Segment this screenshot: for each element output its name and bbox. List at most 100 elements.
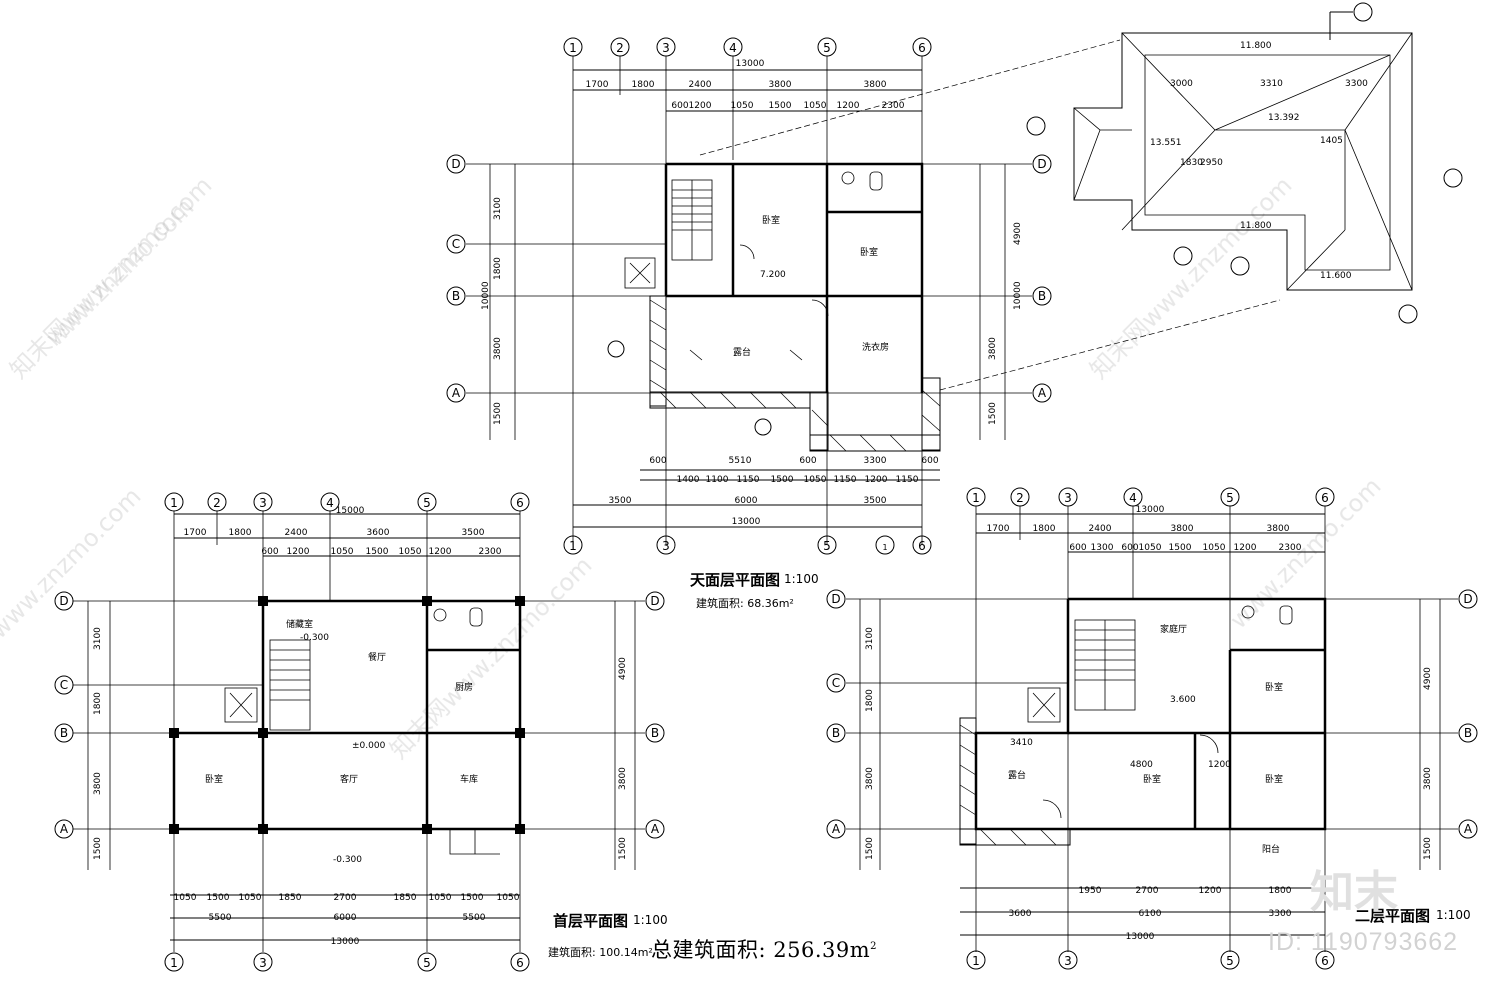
svg-text:D: D	[1463, 592, 1472, 606]
svg-text:B: B	[651, 726, 659, 740]
svg-text:2: 2	[616, 41, 624, 55]
svg-text:www.znzmo.com: www.znzmo.com	[1224, 472, 1386, 634]
svg-text:600: 600	[1121, 543, 1138, 553]
svg-text:1050: 1050	[399, 547, 422, 557]
ground-columns	[169, 596, 525, 834]
svg-text:4900: 4900	[1423, 667, 1433, 690]
svg-text:5500: 5500	[209, 913, 232, 923]
svg-text:10000: 10000	[1013, 281, 1023, 310]
svg-text:B: B	[1464, 726, 1472, 740]
svg-text:3310: 3310	[1260, 79, 1283, 89]
roof-section-marks	[1026, 2, 1463, 324]
svg-text:1800: 1800	[1033, 524, 1056, 534]
svg-text:1500: 1500	[461, 893, 484, 903]
svg-text:3800: 3800	[93, 772, 103, 795]
svg-text:3: 3	[1064, 491, 1072, 505]
svg-text:1800: 1800	[1269, 886, 1292, 896]
svg-text:3.600: 3.600	[1170, 695, 1196, 705]
svg-text:1050: 1050	[804, 475, 827, 485]
svg-text:C: C	[832, 676, 840, 690]
svg-text:4900: 4900	[1013, 222, 1023, 245]
roof-plan-scale: 1:100	[784, 572, 819, 586]
svg-text:2300: 2300	[479, 547, 502, 557]
svg-text:储藏室: 储藏室	[286, 618, 313, 630]
svg-text:5: 5	[1226, 954, 1234, 968]
svg-text:D: D	[451, 157, 460, 171]
svg-text:6: 6	[1321, 491, 1329, 505]
svg-text:露台: 露台	[733, 346, 751, 358]
svg-text:1850: 1850	[394, 893, 417, 903]
svg-text:2300: 2300	[1279, 543, 1302, 553]
svg-text:A: A	[1464, 822, 1473, 836]
svg-text:1800: 1800	[93, 692, 103, 715]
svg-text:1: 1	[170, 496, 178, 510]
svg-text:1050: 1050	[331, 547, 354, 557]
svg-text:13000: 13000	[736, 59, 765, 69]
svg-text:1500: 1500	[769, 101, 792, 111]
second-plan-title: 二层平面图	[1355, 907, 1431, 925]
svg-text:1950: 1950	[1079, 886, 1102, 896]
svg-text:5510: 5510	[729, 456, 752, 466]
svg-text:1700: 1700	[987, 524, 1010, 534]
svg-text:4800: 4800	[1130, 760, 1153, 770]
svg-text:D: D	[59, 594, 68, 608]
svg-text:1100: 1100	[706, 475, 729, 485]
roof-plan-title: 天面层平面图	[690, 571, 781, 589]
svg-text:1050: 1050	[731, 101, 754, 111]
svg-text:B: B	[1038, 289, 1046, 303]
svg-text:2700: 2700	[334, 893, 357, 903]
svg-text:11.600: 11.600	[1320, 271, 1352, 281]
svg-text:10000: 10000	[481, 281, 491, 310]
svg-text:1: 1	[882, 543, 887, 552]
svg-text:1500: 1500	[771, 475, 794, 485]
svg-text:3300: 3300	[1345, 79, 1368, 89]
svg-text:3800: 3800	[618, 767, 628, 790]
svg-text:C: C	[60, 678, 68, 692]
svg-text:1500: 1500	[865, 837, 875, 860]
svg-text:1150: 1150	[737, 475, 760, 485]
svg-text:A: A	[651, 822, 660, 836]
svg-text:3100: 3100	[93, 627, 103, 650]
roof-fixtures	[689, 171, 883, 361]
svg-text:13000: 13000	[732, 517, 761, 527]
svg-text:家庭厅: 家庭厅	[1160, 623, 1187, 635]
svg-text:1400: 1400	[677, 475, 700, 485]
svg-text:A: A	[832, 822, 841, 836]
svg-text:1200: 1200	[865, 475, 888, 485]
svg-text:2: 2	[213, 496, 221, 510]
svg-text:A: A	[452, 386, 461, 400]
svg-text:1200: 1200	[1208, 760, 1231, 770]
svg-text:6: 6	[918, 41, 926, 55]
svg-text:6: 6	[516, 496, 524, 510]
total-area-value: 256.39m	[773, 938, 871, 962]
svg-text:1700: 1700	[586, 80, 609, 90]
svg-text:卧室: 卧室	[1265, 681, 1283, 693]
svg-text:3500: 3500	[462, 528, 485, 538]
svg-text:3: 3	[259, 496, 267, 510]
svg-text:4: 4	[1129, 491, 1137, 505]
svg-text:1500: 1500	[366, 547, 389, 557]
svg-text:3800: 3800	[493, 337, 503, 360]
svg-text:3600: 3600	[367, 528, 390, 538]
svg-text:1500: 1500	[1169, 543, 1192, 553]
svg-text:B: B	[60, 726, 68, 740]
svg-text:1300: 1300	[1091, 543, 1114, 553]
svg-text:1150: 1150	[896, 475, 919, 485]
svg-text:1: 1	[170, 956, 178, 970]
svg-text:600: 600	[1069, 543, 1086, 553]
svg-text:1: 1	[972, 491, 980, 505]
svg-text:5: 5	[823, 539, 831, 553]
svg-text:3800: 3800	[1171, 524, 1194, 534]
svg-text:1500: 1500	[493, 402, 503, 425]
svg-text:卧室: 卧室	[1265, 773, 1283, 785]
svg-text:D: D	[831, 592, 840, 606]
svg-text:洗衣房: 洗衣房	[862, 341, 889, 353]
svg-text:1: 1	[972, 954, 980, 968]
svg-text:6: 6	[516, 956, 524, 970]
svg-text:露台: 露台	[1008, 769, 1026, 781]
